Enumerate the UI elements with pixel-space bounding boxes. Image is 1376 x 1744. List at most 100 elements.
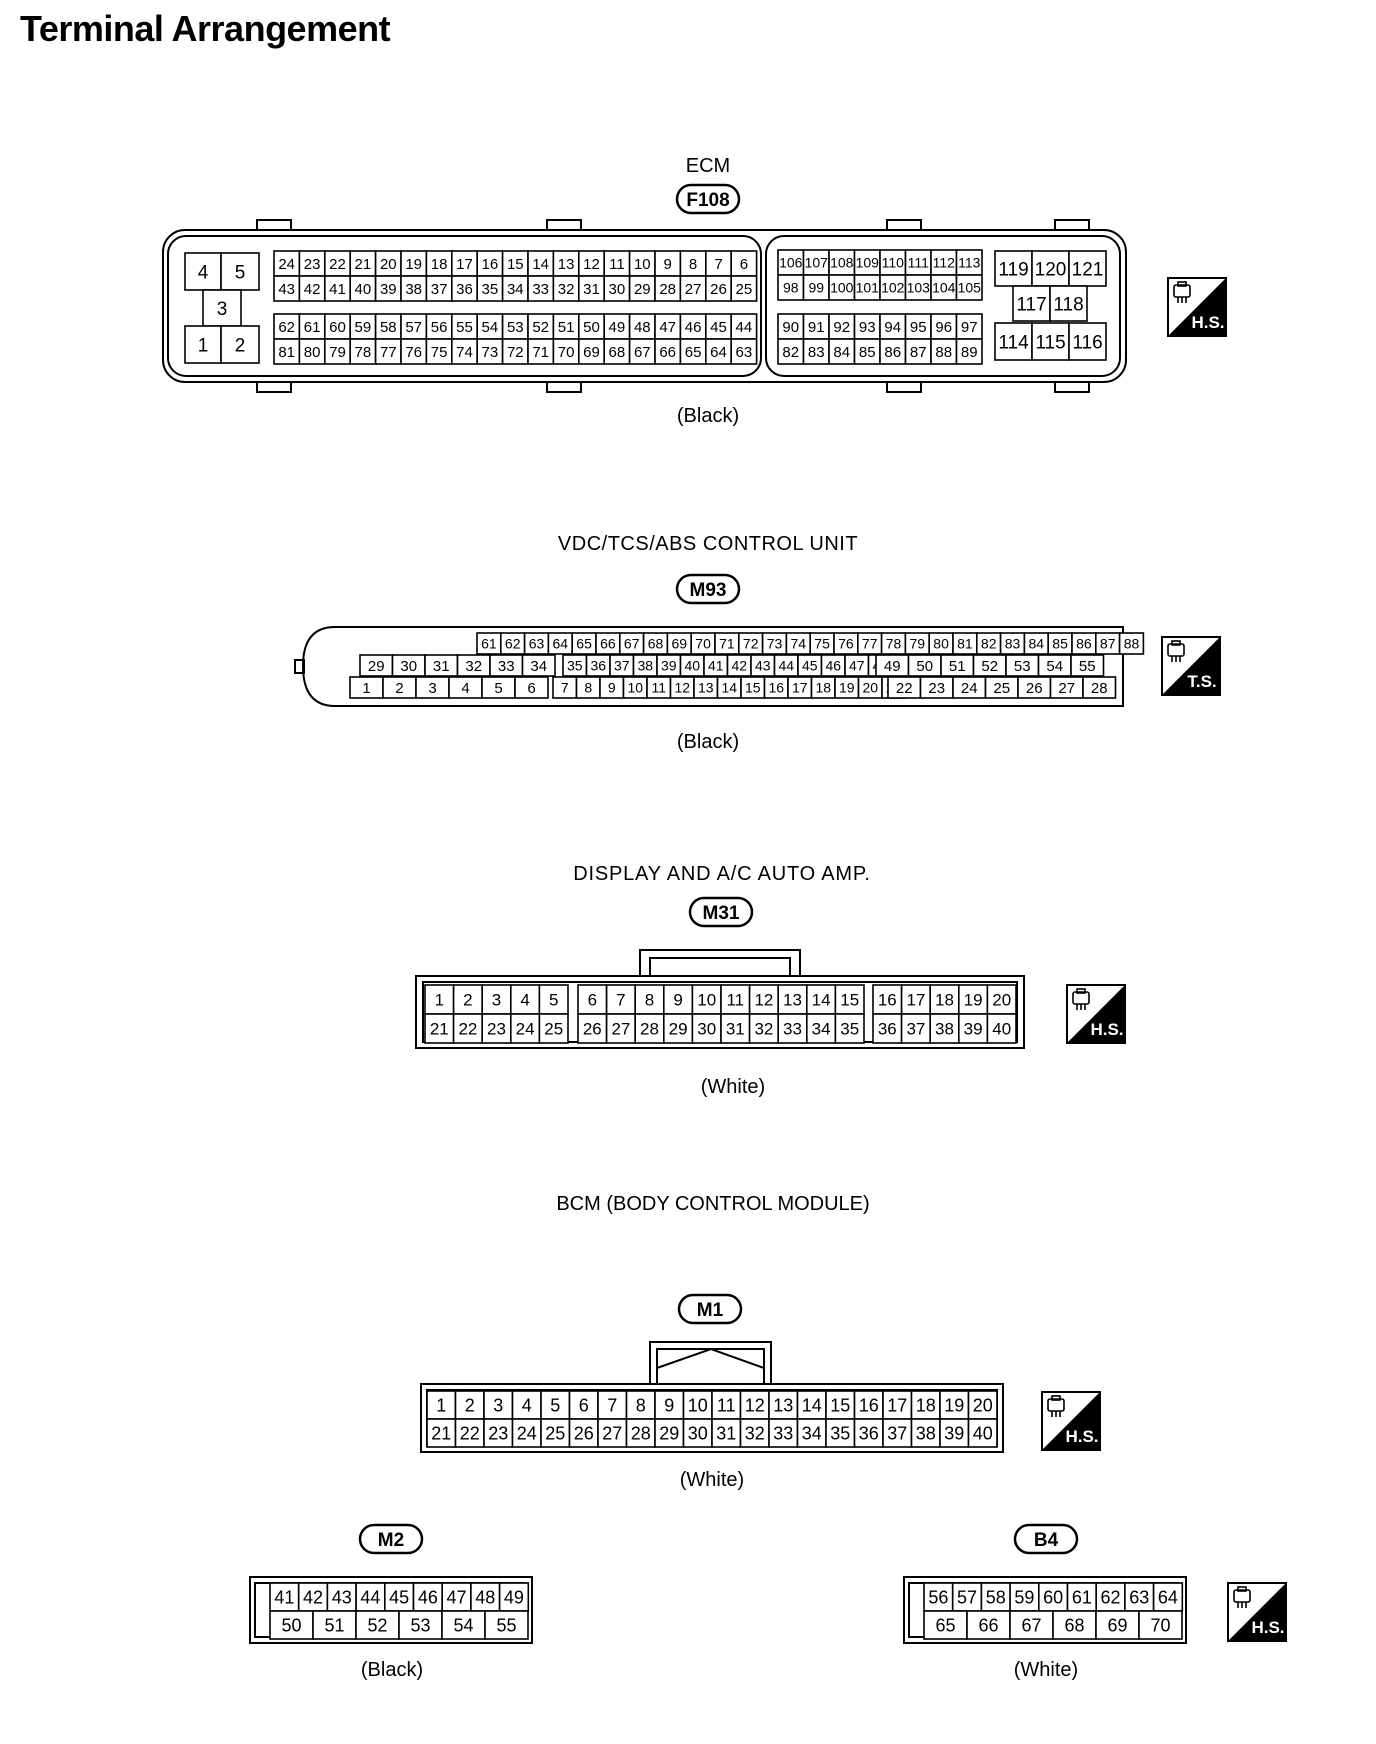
terminal-number: 53 bbox=[507, 319, 524, 336]
terminal-number: 62 bbox=[278, 319, 295, 336]
m2-color: (Black) bbox=[361, 1659, 423, 1681]
terminal-number: 10 bbox=[697, 991, 716, 1010]
terminal-number: 119 bbox=[998, 260, 1028, 281]
terminal-number: 4 bbox=[461, 680, 469, 697]
terminal-cell: 15 bbox=[834, 984, 865, 1015]
terminal-number: 40 bbox=[355, 281, 372, 298]
terminal-cell: 61 bbox=[298, 313, 326, 340]
terminal-cell: 72 bbox=[737, 632, 764, 655]
terminal-number: 23 bbox=[304, 256, 321, 273]
terminal-number: 108 bbox=[830, 255, 854, 271]
terminal-number: 66 bbox=[600, 636, 616, 652]
vdc-title: VDC/TCS/ABS CONTROL UNIT bbox=[558, 533, 858, 555]
terminal-number: 47 bbox=[849, 658, 865, 674]
terminal-number: 33 bbox=[498, 658, 515, 675]
terminal-number: 13 bbox=[558, 256, 575, 273]
terminal-cell: 7 bbox=[597, 1390, 628, 1420]
terminal-number: 104 bbox=[932, 280, 956, 296]
terminal-cell: 120 bbox=[1031, 250, 1070, 287]
terminal-cell: 12 bbox=[739, 1390, 770, 1420]
terminal-number: 97 bbox=[961, 319, 978, 336]
terminal-number: 32 bbox=[754, 1020, 773, 1039]
terminal-cell: 9 bbox=[654, 1390, 685, 1420]
terminal-cell: 3 bbox=[415, 676, 450, 699]
terminal-cell: 16 bbox=[763, 676, 789, 699]
terminal-number: 36 bbox=[859, 1423, 879, 1443]
terminal-cell: 98 bbox=[777, 274, 805, 301]
terminal-number: 6 bbox=[588, 991, 597, 1010]
terminal-cell: 20 bbox=[967, 1390, 998, 1420]
terminal-number: 30 bbox=[400, 658, 417, 675]
terminal-number: 80 bbox=[304, 344, 321, 361]
terminal-cell: 17 bbox=[787, 676, 813, 699]
terminal-number: 40 bbox=[684, 658, 700, 674]
terminal-number: 96 bbox=[935, 319, 952, 336]
badge-label: H.S. bbox=[1065, 1427, 1098, 1446]
terminal-number: 5 bbox=[549, 991, 558, 1010]
terminal-number: 30 bbox=[697, 1020, 716, 1039]
terminal-cell: 38 bbox=[632, 654, 658, 677]
terminal-number: 44 bbox=[736, 319, 753, 336]
terminal-cell: 10 bbox=[628, 250, 656, 277]
terminal-cell: 19 bbox=[400, 250, 428, 277]
terminal-number: 71 bbox=[532, 344, 549, 361]
terminal-cell: 53 bbox=[1005, 654, 1040, 677]
terminal-cell: 37 bbox=[609, 654, 635, 677]
terminal-number: 64 bbox=[710, 344, 727, 361]
terminal-cell: 23 bbox=[298, 250, 326, 277]
terminal-number: 99 bbox=[808, 280, 824, 296]
terminal-cell: 73 bbox=[476, 338, 504, 365]
terminal-cell: 77 bbox=[374, 338, 402, 365]
terminal-number: 38 bbox=[637, 658, 653, 674]
terminal-cell: 19 bbox=[939, 1390, 970, 1420]
terminal-cell: 31 bbox=[711, 1418, 742, 1448]
terminal-cell: 57 bbox=[951, 1582, 983, 1612]
terminal-number: 92 bbox=[833, 319, 850, 336]
terminal-cell: 69 bbox=[666, 632, 693, 655]
terminal-cell: 12 bbox=[669, 676, 695, 699]
terminal-cell: 60 bbox=[1038, 1582, 1069, 1612]
terminal-cell: 36 bbox=[450, 275, 478, 302]
terminal-cell: 5 bbox=[538, 984, 569, 1015]
terminal-number: 87 bbox=[1100, 636, 1116, 652]
terminal-cell: 11 bbox=[603, 250, 631, 277]
terminal-cell: 28 bbox=[634, 1013, 665, 1044]
badge-label: T.S. bbox=[1187, 672, 1216, 691]
terminal-number: 16 bbox=[482, 256, 499, 273]
terminal-cell: 8 bbox=[679, 250, 707, 277]
terminal-number: 15 bbox=[830, 1395, 850, 1415]
terminal-cell: 29 bbox=[628, 275, 656, 302]
terminal-cell: 114 bbox=[994, 322, 1033, 361]
terminal-cell: 21 bbox=[424, 1013, 455, 1044]
terminal-cell: 25 bbox=[540, 1418, 571, 1448]
terminal-number: 75 bbox=[814, 636, 830, 652]
bcm-title: BCM (BODY CONTROL MODULE) bbox=[556, 1193, 869, 1215]
terminal-cell: 94 bbox=[879, 313, 907, 340]
terminal-cell: 89 bbox=[955, 338, 983, 365]
terminal-number: 112 bbox=[933, 255, 956, 271]
terminal-number: 37 bbox=[431, 281, 448, 298]
terminal-number: 100 bbox=[830, 280, 854, 296]
terminal-cell: 23 bbox=[481, 1013, 512, 1044]
amp-title: DISPLAY AND A/C AUTO AMP. bbox=[573, 863, 871, 885]
terminal-number: 16 bbox=[768, 680, 784, 696]
terminal-cell: 26 bbox=[577, 1013, 608, 1044]
terminal-number: 87 bbox=[910, 344, 927, 361]
terminal-number: 33 bbox=[783, 1020, 802, 1039]
terminal-cell: 45 bbox=[797, 654, 823, 677]
terminal-number: 9 bbox=[664, 1395, 674, 1415]
terminal-number: 29 bbox=[659, 1423, 679, 1443]
terminal-cell: 6 bbox=[514, 676, 549, 699]
terminal-cell: 60 bbox=[323, 313, 351, 340]
terminal-cell: 118 bbox=[1049, 285, 1088, 322]
terminal-number: 91 bbox=[808, 319, 825, 336]
terminal-number: 77 bbox=[380, 344, 397, 361]
terminal-cell: 83 bbox=[999, 632, 1026, 655]
terminal-cell: 78 bbox=[349, 338, 377, 365]
terminal-cell: 36 bbox=[872, 1013, 903, 1044]
terminal-cell: 92 bbox=[828, 313, 856, 340]
connector-icon bbox=[1047, 1395, 1065, 1417]
terminal-cell: 2 bbox=[452, 984, 484, 1015]
